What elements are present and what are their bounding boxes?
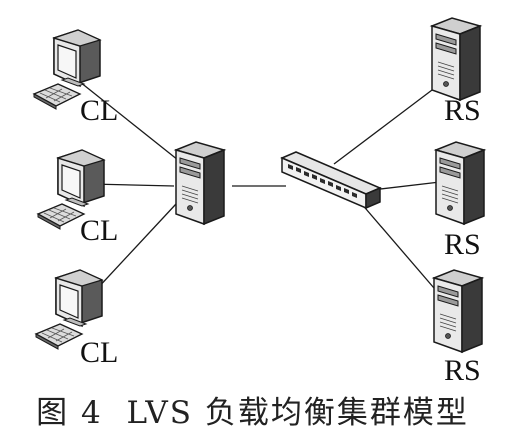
real-server-icon	[433, 269, 483, 353]
real-server-label: RS	[444, 354, 481, 387]
edge-client-1-lb	[79, 81, 179, 161]
figure-number: 图 4	[36, 395, 103, 431]
figure-caption: 图 4 LVS 负载均衡集群模型	[0, 398, 505, 429]
edge-switch-rs-2	[371, 181, 441, 191]
real-server-label: RS	[444, 228, 481, 261]
load-balancer-server-icon	[175, 141, 225, 225]
edge-switch-rs-3	[359, 201, 447, 303]
real-server-icon	[431, 17, 481, 101]
network-switch-icon	[281, 151, 381, 209]
real-server-label: RS	[444, 94, 481, 127]
client-label: CL	[80, 214, 119, 247]
real-server-icon	[435, 141, 485, 225]
connection-lines	[79, 81, 447, 306]
client-label: CL	[80, 94, 119, 127]
client-label: CL	[80, 336, 119, 369]
edge-switch-rs-1	[333, 83, 441, 165]
figure-title: LVS 负载均衡集群模型	[126, 395, 469, 431]
